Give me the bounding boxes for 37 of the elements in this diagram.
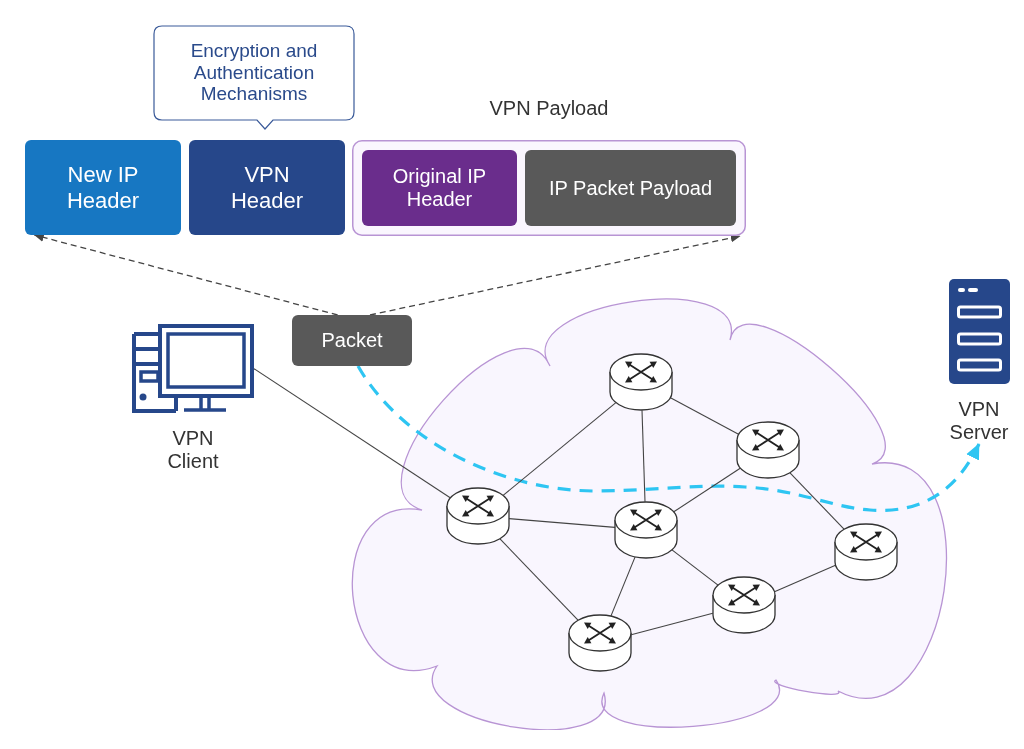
dashed-arrow (33, 233, 339, 316)
callout-text: Encryption and Authentication Mechanisms (189, 39, 319, 106)
block-label: New IP Header (65, 162, 141, 213)
payload-block (525, 150, 736, 226)
route-arrow (356, 365, 981, 512)
header-block (189, 140, 345, 235)
header-block (25, 140, 181, 235)
router-icon (614, 501, 678, 559)
dashed-arrow (369, 233, 741, 316)
connection-line (671, 549, 719, 586)
device-label: VPN Client (166, 427, 220, 473)
connection-line (669, 397, 740, 435)
connection-line (610, 556, 636, 617)
connection-line (253, 368, 451, 499)
router-icon (568, 614, 632, 672)
block-label: Original IP Header (391, 165, 488, 211)
router-icon (736, 421, 800, 479)
block-label: Packet (321, 329, 383, 352)
speech-bubble (153, 25, 355, 131)
connection-line (673, 467, 741, 513)
connection-line (499, 538, 579, 621)
connection-line (502, 402, 617, 496)
group-title: VPN Payload (489, 97, 609, 120)
router-icon (712, 576, 776, 634)
block-label: IP Packet Payload (548, 176, 713, 200)
device-label: VPN Server (948, 398, 1010, 444)
connection-line (641, 409, 646, 503)
packet-box (292, 315, 412, 366)
connection-line (773, 564, 837, 593)
header-block (362, 150, 517, 226)
connection-line (789, 472, 845, 530)
block-label: VPN Header (229, 162, 305, 213)
router-icon (834, 523, 898, 581)
router-icon (609, 353, 673, 411)
connection-line (508, 518, 616, 528)
connection-line (630, 612, 714, 636)
router-icon (446, 487, 510, 545)
